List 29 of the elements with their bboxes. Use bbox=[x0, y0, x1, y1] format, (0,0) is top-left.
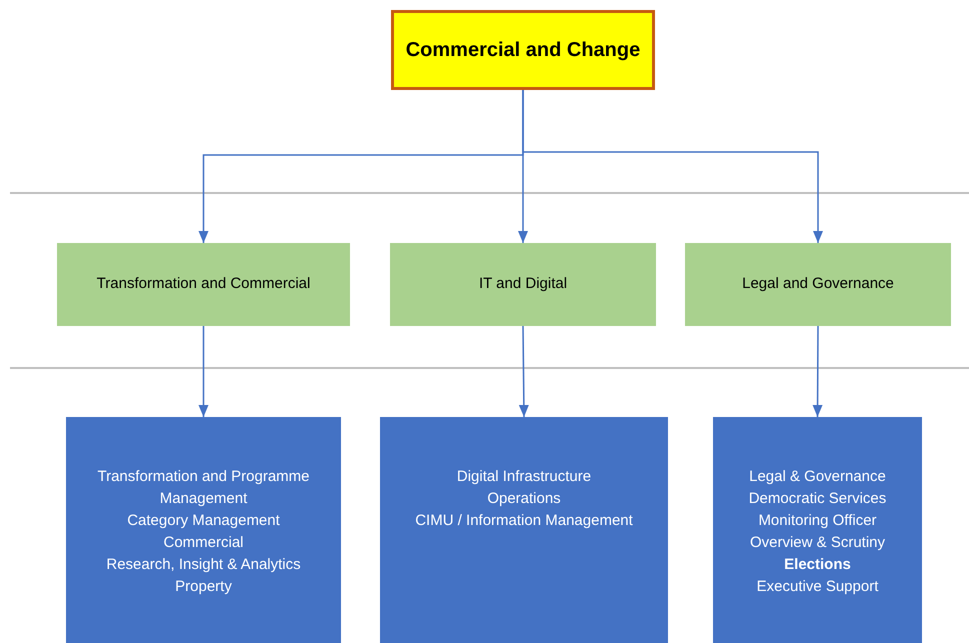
connector-arrow bbox=[518, 326, 529, 417]
box-text: IT and Digital bbox=[478, 274, 568, 294]
box-text: Digital Infrastructure bbox=[456, 467, 592, 487]
box-text: Research, Insight & Analytics bbox=[106, 555, 301, 575]
box-text: Commercial and Change bbox=[406, 38, 640, 63]
box-text: Legal and Governance bbox=[742, 274, 894, 294]
box-text: Monitoring Officer bbox=[758, 511, 877, 531]
department-box bbox=[391, 10, 655, 90]
division-box bbox=[390, 243, 656, 326]
box-text: Executive Support bbox=[756, 577, 878, 597]
division-box bbox=[685, 243, 951, 326]
box-text: Commercial bbox=[163, 533, 244, 553]
division-box bbox=[57, 243, 350, 326]
connector-arrow bbox=[522, 90, 823, 243]
box-text: Category Management bbox=[127, 511, 280, 531]
box-text: CIMU / Information Management bbox=[415, 511, 633, 531]
box-text: Legal & Governance bbox=[749, 467, 886, 487]
connector-arrow bbox=[198, 326, 208, 417]
box-text: Overview & Scrutiny bbox=[750, 533, 886, 553]
box-text: Transformation and Programme Management bbox=[96, 467, 311, 509]
connector-arrow bbox=[812, 326, 823, 417]
box-text: Operations bbox=[487, 489, 561, 509]
box-text: Elections bbox=[784, 555, 851, 575]
services-box bbox=[380, 417, 668, 643]
services-box bbox=[66, 417, 341, 643]
box-text: Democratic Services bbox=[748, 489, 886, 509]
services-box bbox=[713, 417, 922, 643]
box-text: Property bbox=[175, 577, 232, 597]
box-text: Transformation and Commercial bbox=[96, 274, 310, 294]
